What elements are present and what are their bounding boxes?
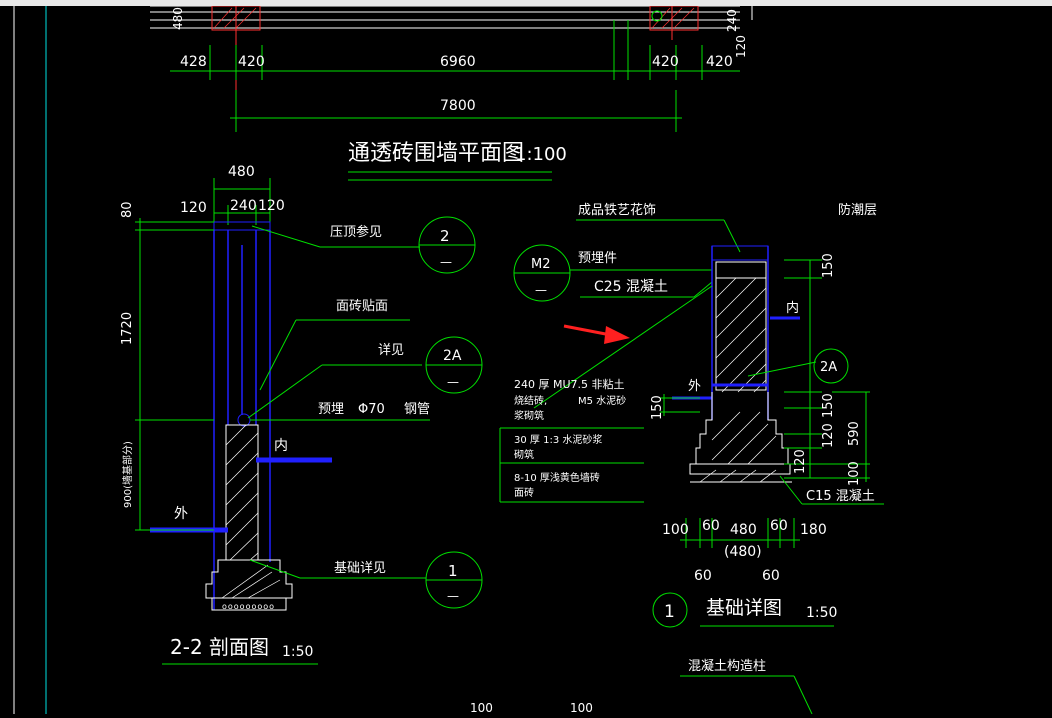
section-vdim-1720: 1720 (120, 312, 135, 345)
section-title: 2-2 剖面图 (170, 635, 269, 659)
fd-scale: 1:50 (806, 605, 837, 621)
fd-note3a: 8-10 厚浅黄色墙砖 (514, 471, 600, 484)
callout-m2[interactable]: M2 — (513, 244, 571, 302)
section-dim-120a: 120 (180, 200, 207, 216)
callout-2a-top: 2A (443, 348, 462, 364)
fd-vdim-590: 590 (847, 421, 862, 446)
fd-iron-label: 成品铁艺花饰 (578, 202, 656, 218)
column-callout: 混凝土构造柱 100 100 (470, 658, 813, 715)
plan-title: 通透砖围墙平面图 (348, 141, 524, 166)
fd-c15-label: C15 混凝土 (806, 488, 875, 504)
column-label: 混凝土构造柱 (688, 658, 766, 674)
plan-dim-total: 7800 (440, 98, 476, 114)
fd-dpc-label: 防潮层 (838, 202, 877, 218)
section-pipe-type: 钢管 (404, 402, 430, 417)
plan-dim-left: 480 (171, 7, 185, 30)
fd-bdim-180: 180 (800, 522, 827, 538)
plan-view: 428 420 6960 420 420 7800 240 120 480 通透… (150, 5, 748, 181)
callout-2a-bottom: — (447, 375, 459, 389)
cad-drawing-svg[interactable]: 428 420 6960 420 420 7800 240 120 480 通透… (0, 5, 1052, 715)
fd-outside-label: 外 (688, 379, 701, 394)
section-vdim-80: 80 (120, 201, 135, 218)
section-foundation-label: 基础详见 (334, 561, 386, 576)
plan-dim-4: 420 (652, 54, 679, 70)
fd-note2b: 砌筑 (514, 448, 534, 461)
fd-note1c: M5 水泥砂 (578, 394, 626, 407)
callout-1-fd-text: 1 (664, 602, 675, 622)
bottom-dim-1: 100 (470, 701, 493, 714)
fd-bdim-480-paren: (480) (724, 544, 762, 560)
callout-2-top: 2 (440, 227, 450, 245)
fd-embed-label: 预埋件 (578, 251, 617, 266)
section-inside-label: 内 (274, 438, 288, 454)
section-vdim-900: 900(墙基部分) (121, 441, 134, 508)
fd-note1d: 浆砌筑 (514, 409, 544, 422)
plan-dim-right-2: 120 (734, 35, 748, 58)
fd-bdim-60b: 60 (770, 518, 788, 534)
window-top-bar (0, 0, 1052, 6)
fd-inside-label: 内 (786, 300, 799, 316)
fd-bdim-60c: 60 (694, 568, 712, 584)
callout-1-fd[interactable]: 1 (652, 592, 688, 628)
callout-2a-fd[interactable]: 2A (813, 348, 849, 384)
callout-m2-bottom: — (535, 283, 547, 297)
fd-bdim-480: 480 (730, 522, 757, 538)
plan-dim-5: 420 (706, 54, 733, 70)
foundation-detail: 成品铁艺花饰 防潮层 M2 — 预埋件 C25 混凝土 内 外 (499, 202, 884, 628)
plan-dim-1: 428 (180, 54, 207, 70)
section-dim-480: 480 (228, 164, 255, 180)
callout-1-bottom: — (447, 589, 459, 603)
fd-vdim-120b: 120 (793, 449, 808, 474)
callout-1[interactable]: 1 — (425, 551, 483, 609)
section-scale: 1:50 (282, 644, 313, 660)
fd-bdim-60d: 60 (762, 568, 780, 584)
section-view: 480 120 240 120 ooooooooo 外 内 (120, 164, 483, 665)
section-tile-label: 面砖贴面 (336, 299, 388, 314)
fd-note1a: 240 厚 MU7.5 非粘土 (514, 377, 625, 391)
fd-title: 基础详图 (706, 597, 782, 619)
callout-2[interactable]: 2 — (418, 216, 476, 274)
fd-note1b: 烧结砖, (514, 394, 547, 407)
callout-2a[interactable]: 2A — (425, 336, 483, 394)
fd-concrete-label: C25 混凝土 (594, 279, 668, 295)
plan-scale: 1:100 (515, 144, 567, 165)
section-dim-240: 240 (230, 198, 257, 214)
fd-left-dim-150: 150 (650, 395, 665, 420)
fd-vdim-150a: 150 (821, 253, 836, 278)
bottom-dim-2: 100 (570, 701, 593, 714)
plan-dim-right-1: 240 (725, 9, 739, 32)
section-cap-label: 压顶参见 (330, 224, 382, 240)
section-gravel: ooooooooo (222, 602, 275, 611)
callout-1-top: 1 (448, 562, 458, 580)
fd-note3b: 面砖 (514, 486, 534, 499)
fd-vdim-100: 100 (847, 461, 862, 486)
fd-bdim-100: 100 (662, 522, 689, 538)
fd-vdim-150b: 150 (821, 393, 836, 418)
fd-note2a: 30 厚 1:3 水泥砂浆 (514, 433, 602, 446)
callout-2-bottom: — (440, 255, 452, 269)
red-arrow-annotation (563, 324, 630, 344)
fd-vdim-120a: 120 (821, 423, 836, 448)
section-pipe-spec: Φ70 (358, 402, 385, 417)
section-pipe-label: 预埋 (318, 402, 344, 417)
cad-drawing-canvas[interactable]: 428 420 6960 420 420 7800 240 120 480 通透… (0, 5, 1052, 715)
section-dim-120b: 120 (258, 198, 285, 214)
plan-dim-2: 420 (238, 54, 265, 70)
section-detail-label: 详见 (378, 343, 404, 358)
callout-2a-fd-text: 2A (820, 360, 837, 375)
fd-bdim-60a: 60 (702, 518, 720, 534)
section-outside-label: 外 (174, 506, 188, 522)
callout-m2-top: M2 (531, 257, 551, 272)
plan-dim-3: 6960 (440, 54, 476, 70)
